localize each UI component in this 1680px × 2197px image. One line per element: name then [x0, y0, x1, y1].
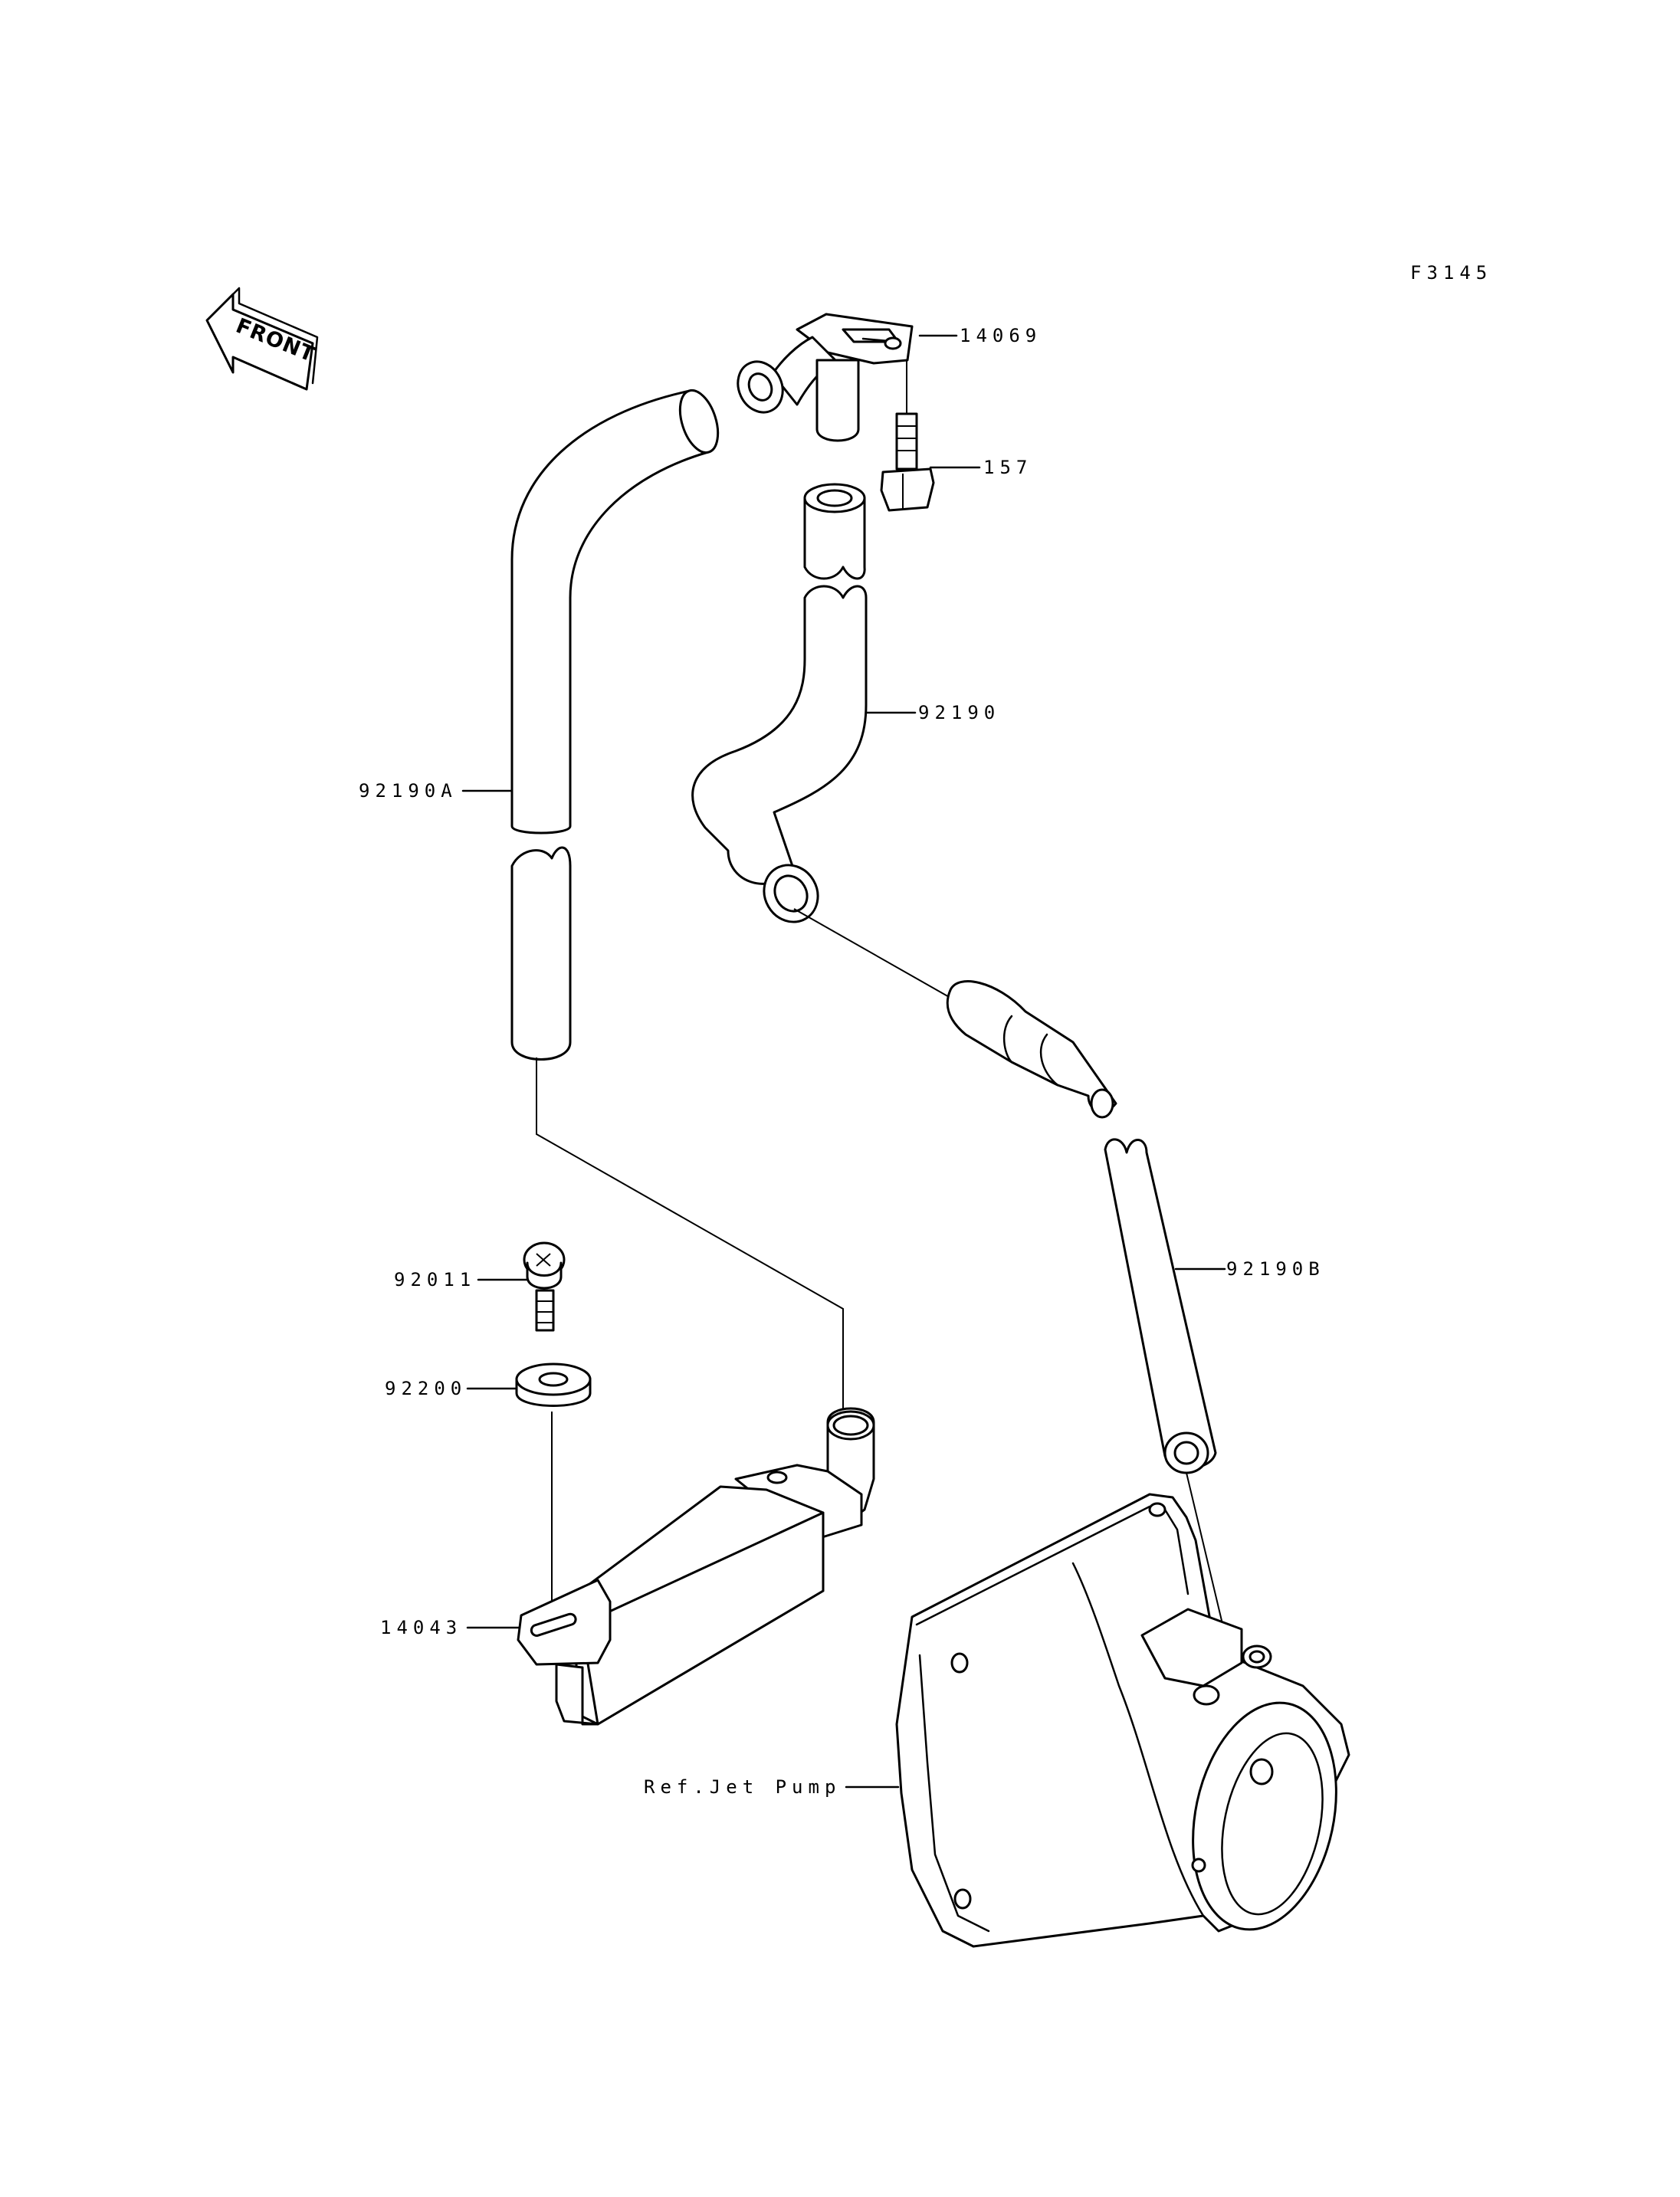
part-number-92190B: 92190B: [1226, 1258, 1325, 1280]
hose-92190: [691, 483, 868, 923]
hose-92190A: [510, 389, 720, 1061]
elbow-fitting-14069: [737, 313, 914, 442]
filter-box-14043: [517, 1407, 875, 1726]
jet-pump-housing: [895, 1493, 1350, 1948]
part-number-14069: 14069: [960, 325, 1042, 346]
front-arrow-icon: FRONT: [205, 287, 318, 391]
hose-92190B: [1104, 1138, 1217, 1474]
hose-connector: [946, 980, 1117, 1119]
screw-92011: [523, 1241, 566, 1332]
figure-code: F3145: [1410, 262, 1492, 284]
reference-label: Ref.Jet Pump: [644, 1776, 841, 1798]
part-number-92190A: 92190A: [359, 780, 458, 802]
part-number-92190: 92190: [918, 702, 1000, 723]
bolt-157: [880, 412, 935, 512]
part-number-92011: 92011: [394, 1269, 476, 1290]
grommet-92200: [515, 1362, 592, 1407]
part-number-157: 157: [983, 457, 1032, 478]
part-number-14043: 14043: [380, 1617, 462, 1638]
part-number-92200: 92200: [385, 1378, 467, 1399]
